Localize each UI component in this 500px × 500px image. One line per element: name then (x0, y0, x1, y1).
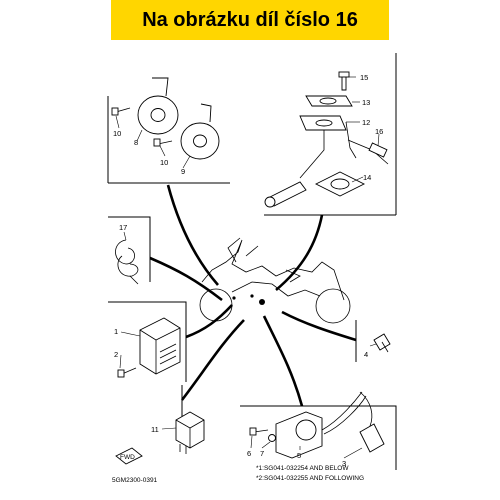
fuel-sender-icon (264, 71, 389, 208)
banner-text: Na obrázku díl číslo 16 (142, 8, 358, 31)
callout-1: 1 (114, 327, 118, 336)
callout-14: 14 (363, 173, 371, 182)
relay-icon (175, 411, 205, 454)
frame-fuel-sender (264, 53, 397, 216)
callout-8: 8 (134, 138, 138, 147)
callout-12: 12 (362, 118, 370, 127)
callout-2: 2 (114, 350, 118, 359)
frame-coil (240, 405, 397, 470)
callout-17: 17 (119, 223, 127, 232)
wire-clip-icon (115, 239, 139, 285)
drawing-code: 5GM2300-0391 (112, 477, 158, 484)
cdi-unit-icon (139, 317, 181, 375)
frame-horns (107, 96, 230, 184)
callout-6: 6 (247, 449, 251, 458)
fwd-arrow-icon (115, 447, 143, 465)
horn-bolts (111, 107, 173, 147)
horn-icon (137, 77, 220, 160)
title-banner: Na obrázku díl číslo 16 (111, 0, 389, 40)
callout-15: 15 (360, 73, 368, 82)
callout-11: 11 (151, 425, 159, 434)
callout-16: 16 (375, 127, 383, 136)
fwd-label: FWD (120, 454, 135, 461)
callout-3: 3 (342, 459, 346, 468)
callout-9: 9 (181, 167, 185, 176)
frame-cdi (108, 301, 187, 382)
frame-clip (108, 216, 151, 282)
callout-7: 7 (260, 449, 264, 458)
cdi-bolt (117, 367, 137, 378)
callout-5: 5 (297, 451, 301, 460)
footnote-1: *1:SG041-032254 AND BELOW (256, 465, 349, 472)
footnote-2: *2:SG041-032255 AND FOLLOWING (256, 475, 364, 482)
callout-4: 4 (364, 350, 368, 359)
leader-lines (149, 184, 357, 407)
motorcycle-icon (199, 237, 351, 324)
callout-10-left: 10 (113, 129, 121, 138)
callout-13: 13 (362, 98, 370, 107)
coil-bolt (249, 427, 269, 436)
ignition-coil-icon (275, 391, 385, 459)
sensor-icon (373, 333, 391, 353)
callout-10-center: 10 (160, 158, 168, 167)
coil-washer (268, 434, 276, 442)
callout-leaders (115, 76, 380, 459)
